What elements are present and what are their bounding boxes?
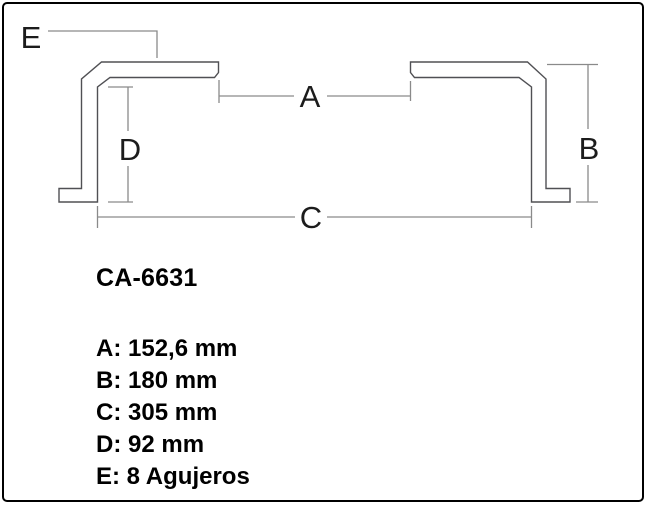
right-bracket-profile — [409, 61, 571, 203]
image-border — [2, 2, 644, 502]
dim-label-b: B — [579, 131, 600, 166]
spec-item-c: C: 305 mm — [96, 399, 218, 426]
dim-label-d: D — [119, 132, 141, 167]
spec-panel: CA-6631 A: 152,6 mm B: 180 mm C: 305 mm … — [96, 264, 250, 491]
spec-item-a: A: 152,6 mm — [96, 335, 238, 362]
spec-item-d: D: 92 mm — [96, 431, 205, 458]
bracket-profiles — [58, 61, 571, 203]
dimension-labels: E A B D C — [21, 20, 600, 235]
spec-item-e: E: 8 Agujeros — [96, 463, 250, 490]
dim-label-e: E — [21, 20, 42, 55]
dimension-lines — [48, 30, 598, 228]
dim-label-c: C — [300, 200, 322, 235]
spec-list: A: 152,6 mm B: 180 mm C: 305 mm D: 92 mm… — [96, 333, 250, 493]
part-number: CA-6631 — [96, 264, 198, 292]
dim-e-leader-line — [48, 30, 158, 58]
dim-label-a: A — [300, 79, 321, 114]
left-bracket-profile — [58, 61, 220, 203]
spec-item-b: B: 180 mm — [96, 367, 218, 394]
